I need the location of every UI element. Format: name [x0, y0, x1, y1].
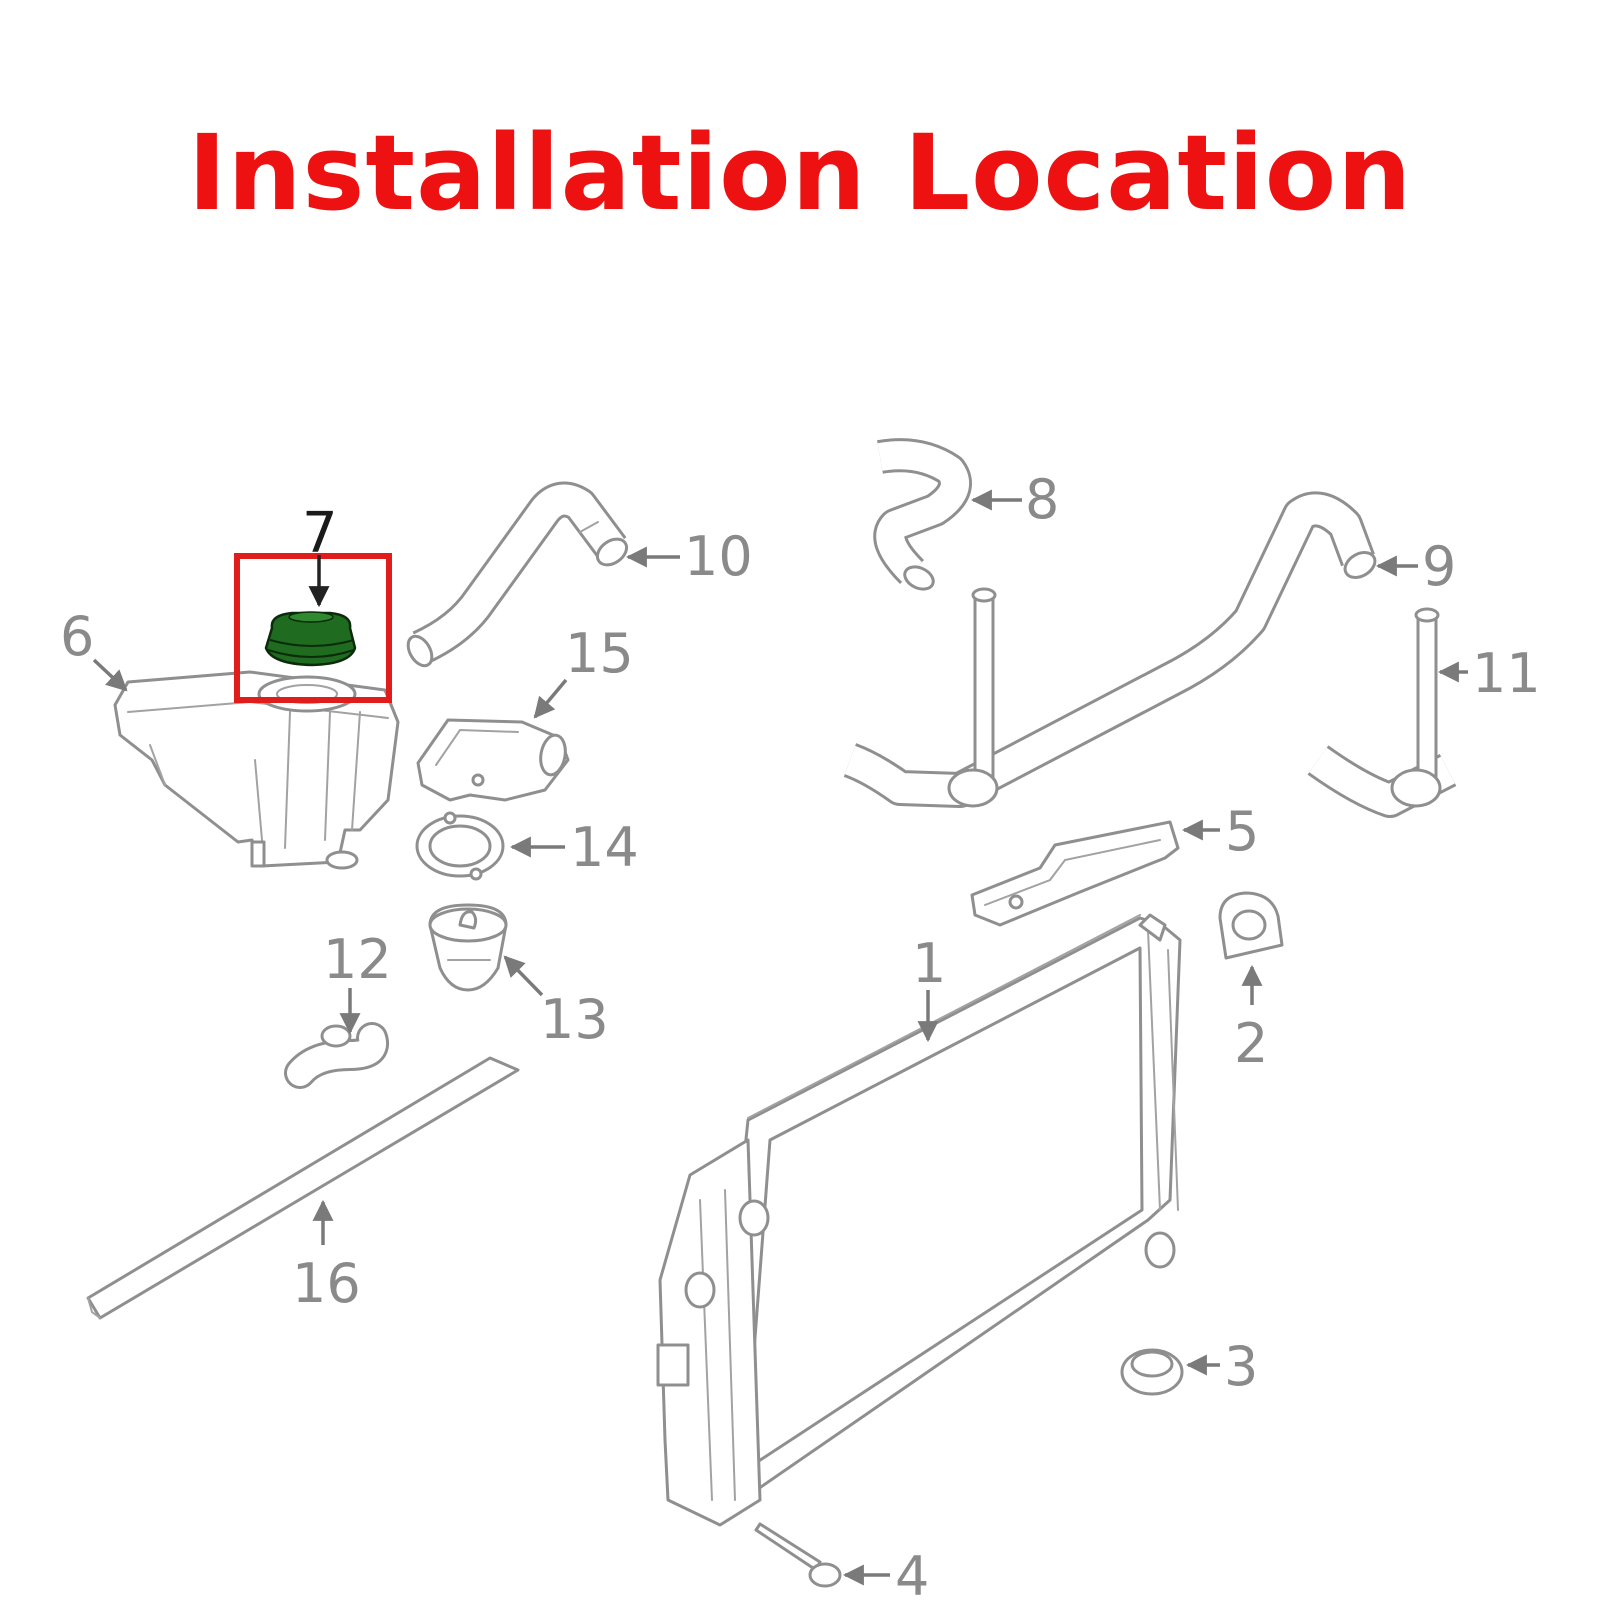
callout-5: 5 [1225, 800, 1259, 863]
page-title: Installation Location [187, 112, 1413, 234]
callout-9: 9 [1422, 535, 1456, 598]
callout-12: 12 [323, 928, 392, 991]
callout-15: 15 [565, 622, 634, 685]
hose-part-11 [1307, 607, 1457, 818]
hose-part-8 [873, 438, 972, 591]
hose-part-10 [406, 481, 629, 668]
callout-2: 2 [1234, 1012, 1268, 1075]
hose-part-9 [843, 491, 1377, 808]
thermostat-part-13 [428, 903, 508, 992]
highlight-box [234, 553, 392, 703]
gasket-part-14 [415, 811, 505, 881]
reservoir-cap-part-7 [264, 611, 357, 667]
callout-11: 11 [1472, 642, 1541, 705]
grommet-part-3 [1120, 1348, 1184, 1396]
callout-3: 3 [1224, 1335, 1258, 1398]
small-hose-part-12 [284, 1022, 389, 1089]
callout-7: 7 [302, 501, 338, 566]
bracket-part-5 [970, 820, 1180, 927]
callout-1: 1 [912, 932, 946, 995]
callout-8: 8 [1025, 468, 1059, 531]
callout-13: 13 [540, 988, 609, 1051]
mount-part-2 [1218, 891, 1284, 960]
callout-14: 14 [570, 816, 639, 879]
bolt-part-4 [754, 1522, 842, 1588]
seal-strip-part-16 [86, 1056, 520, 1320]
callout-10: 10 [684, 525, 753, 588]
thermostat-housing-part-15 [416, 718, 570, 802]
callout-16: 16 [292, 1252, 361, 1315]
radiator-part-1 [656, 913, 1182, 1527]
callout-4: 4 [895, 1545, 929, 1600]
callout-6: 6 [60, 605, 94, 668]
